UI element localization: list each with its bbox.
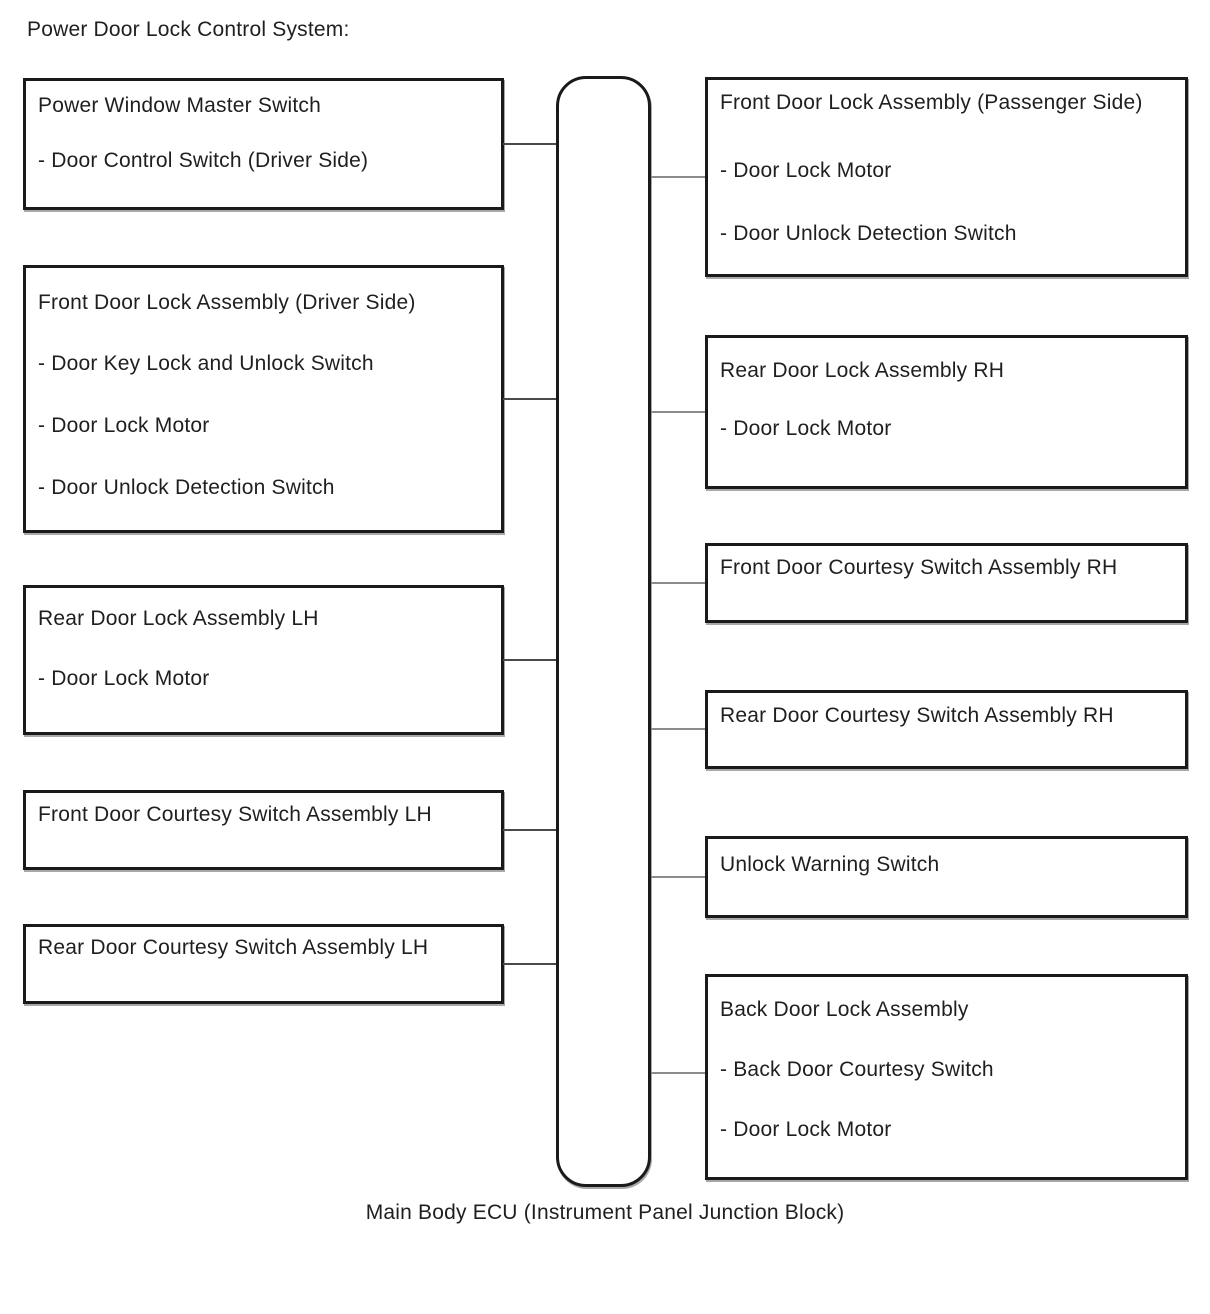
box-front-door-courtesy-switch-rh: Front Door Courtesy Switch Assembly RH bbox=[705, 543, 1188, 623]
connector-front-door-courtesy-rh bbox=[651, 582, 705, 584]
connector-back-door-lock-assembly bbox=[651, 1072, 705, 1074]
box-item: - Door Lock Motor bbox=[720, 1118, 892, 1141]
box-front-door-courtesy-switch-lh: Front Door Courtesy Switch Assembly LH bbox=[23, 790, 504, 870]
box-rear-door-lock-assembly-rh: Rear Door Lock Assembly RH - Door Lock M… bbox=[705, 335, 1188, 489]
box-front-door-lock-assembly-driver: Front Door Lock Assembly (Driver Side) -… bbox=[23, 265, 504, 533]
box-title: Front Door Lock Assembly (Driver Side) bbox=[38, 291, 416, 314]
box-rear-door-courtesy-switch-lh: Rear Door Courtesy Switch Assembly LH bbox=[23, 924, 504, 1004]
box-title: Power Window Master Switch bbox=[38, 94, 321, 117]
connector-front-door-lock-passenger bbox=[651, 176, 705, 178]
connector-front-door-lock-driver bbox=[503, 398, 556, 400]
box-power-window-master-switch: Power Window Master Switch - Door Contro… bbox=[23, 78, 504, 210]
box-rear-door-lock-assembly-lh: Rear Door Lock Assembly LH - Door Lock M… bbox=[23, 585, 504, 735]
box-title: Rear Door Courtesy Switch Assembly RH bbox=[720, 704, 1114, 727]
box-rear-door-courtesy-switch-rh: Rear Door Courtesy Switch Assembly RH bbox=[705, 690, 1188, 769]
box-title: Front Door Courtesy Switch Assembly RH bbox=[720, 556, 1118, 579]
box-title: Unlock Warning Switch bbox=[720, 853, 940, 876]
ecu-label: Main Body ECU (Instrument Panel Junction… bbox=[365, 1201, 845, 1224]
connector-power-window-master-switch bbox=[503, 143, 556, 145]
box-item: - Door Unlock Detection Switch bbox=[720, 222, 1017, 245]
box-item: - Door Lock Motor bbox=[720, 417, 892, 440]
connector-rear-door-courtesy-rh bbox=[651, 728, 705, 730]
box-item: - Door Lock Motor bbox=[38, 414, 210, 437]
box-item: - Door Key Lock and Unlock Switch bbox=[38, 352, 374, 375]
connector-rear-door-lock-rh bbox=[651, 411, 705, 413]
box-title: Front Door Courtesy Switch Assembly LH bbox=[38, 803, 432, 826]
connector-rear-door-lock-lh bbox=[503, 659, 556, 661]
box-item: - Door Lock Motor bbox=[38, 667, 210, 690]
main-body-ecu-block bbox=[556, 76, 651, 1187]
box-title: Front Door Lock Assembly (Passenger Side… bbox=[720, 91, 1143, 114]
box-front-door-lock-assembly-passenger: Front Door Lock Assembly (Passenger Side… bbox=[705, 77, 1188, 277]
box-unlock-warning-switch: Unlock Warning Switch bbox=[705, 836, 1188, 918]
connector-front-door-courtesy-lh bbox=[503, 829, 556, 831]
box-title: Back Door Lock Assembly bbox=[720, 998, 969, 1021]
box-title: Rear Door Lock Assembly LH bbox=[38, 607, 319, 630]
box-item: - Door Lock Motor bbox=[720, 159, 892, 182]
diagram-title: Power Door Lock Control System: bbox=[27, 18, 350, 41]
connector-unlock-warning-switch bbox=[651, 876, 705, 878]
box-back-door-lock-assembly: Back Door Lock Assembly - Back Door Cour… bbox=[705, 974, 1188, 1180]
box-item: - Back Door Courtesy Switch bbox=[720, 1058, 994, 1081]
box-title: Rear Door Lock Assembly RH bbox=[720, 359, 1005, 382]
box-title: Rear Door Courtesy Switch Assembly LH bbox=[38, 936, 429, 959]
box-item: - Door Unlock Detection Switch bbox=[38, 476, 335, 499]
box-item: - Door Control Switch (Driver Side) bbox=[38, 149, 369, 172]
connector-rear-door-courtesy-lh bbox=[503, 963, 556, 965]
